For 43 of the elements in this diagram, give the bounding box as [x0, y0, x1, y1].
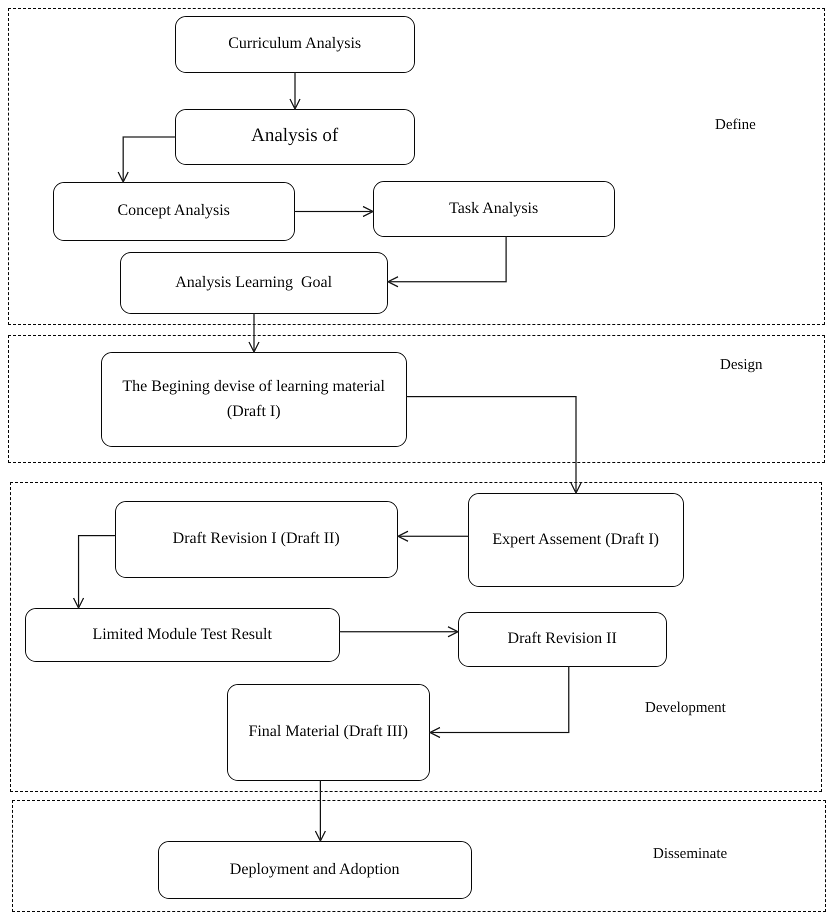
process-box: [226, 684, 430, 781]
step-label: Analysis Learning Goal: [175, 272, 332, 293]
step-label: Draft Revision I (Draft II): [172, 529, 340, 550]
phase-band: [12, 800, 826, 912]
process-box: [174, 16, 415, 73]
process-box: [120, 252, 388, 314]
step-label: Concept Analysis: [117, 201, 230, 222]
process-box: [24, 608, 340, 662]
process-box: [468, 492, 684, 587]
arrow: [387, 237, 507, 288]
step-label: Task Analysis: [449, 198, 538, 219]
step-label: Expert Assement (Draft I): [492, 530, 659, 550]
step-label: Final Material (Draft III): [248, 722, 408, 742]
step-label: Limited Module Test Result: [92, 624, 272, 645]
step-label: The Begining devise of learning material (Draft I): [121, 376, 386, 422]
arrow: [248, 314, 260, 353]
step-label: Analysis of: [251, 124, 338, 148]
arrow: [295, 206, 374, 218]
phase-label: Disseminate: [653, 846, 728, 863]
arrow: [407, 396, 582, 494]
process-box: [100, 352, 407, 447]
process-box: [52, 182, 295, 241]
step-label: Curriculum Analysis: [228, 34, 362, 54]
process-box: [158, 840, 472, 899]
process-box: [114, 500, 398, 578]
phase-band: [8, 8, 825, 325]
arrow: [397, 530, 468, 542]
arrow: [314, 781, 326, 842]
arrow: [72, 535, 115, 609]
process-box: [372, 180, 615, 237]
arrow: [429, 667, 570, 738]
arrow: [289, 73, 301, 110]
phase-band: [10, 482, 822, 792]
phase-label: Design: [720, 357, 762, 374]
phase-band: [8, 335, 825, 463]
step-label: Draft Revision II: [508, 629, 617, 650]
arrow: [340, 626, 459, 638]
phase-label: Development: [645, 700, 726, 717]
phase-label: Define: [715, 117, 756, 134]
process-box: [174, 108, 415, 165]
arrow: [118, 136, 175, 183]
step-label: Deployment and Adoption: [230, 860, 400, 880]
process-box: [458, 612, 667, 667]
